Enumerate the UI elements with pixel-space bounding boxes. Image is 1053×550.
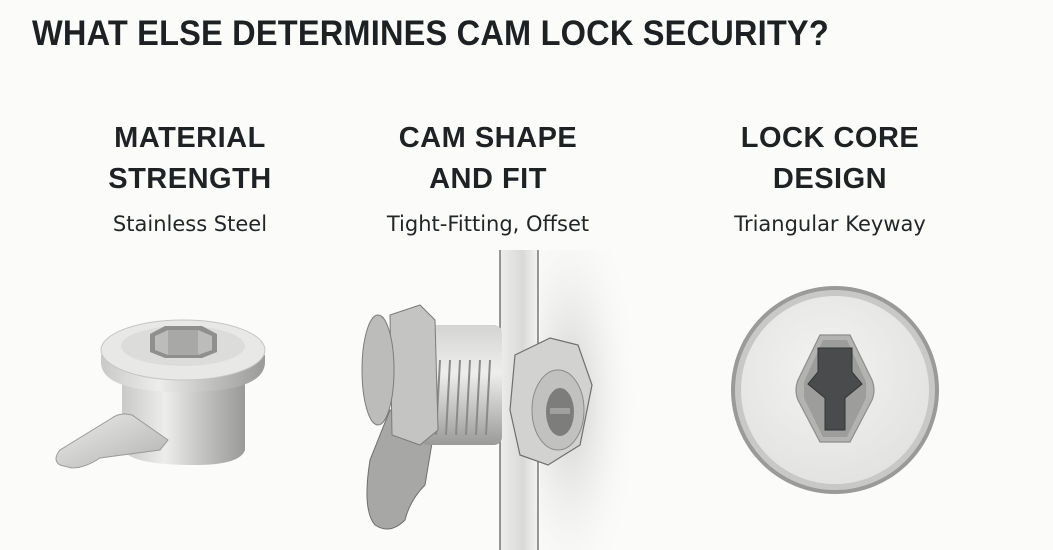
factor-subtitle: Tight-Fitting, Offset xyxy=(386,212,590,236)
threaded-cam-lock-through-panel-icon xyxy=(361,250,640,550)
stainless-cam-lock-icon xyxy=(55,319,266,469)
factor-subtitle: Triangular Keyway xyxy=(734,212,926,236)
factor-cam-shape-and-fit: CAM SHAPE AND FIT Tight-Fitting, Offset xyxy=(343,118,633,239)
factor-lock-core-design: LOCK CORE DESIGN Triangular Keyway xyxy=(695,118,965,239)
page-title: WHAT ELSE DETERMINES CAM LOCK SECURITY? xyxy=(32,14,829,53)
factor-heading-line1: CAM SHAPE xyxy=(398,122,578,154)
factor-heading-line2: STRENGTH xyxy=(108,163,272,195)
factor-subtitle: Stainless Steel xyxy=(112,212,268,236)
triangular-keyway-lock-face-icon xyxy=(731,286,939,494)
factor-heading-line2: DESIGN xyxy=(772,163,888,195)
factor-heading-line1: MATERIAL xyxy=(114,122,266,154)
factor-heading-line1: LOCK CORE xyxy=(740,122,920,154)
factor-material-strength: MATERIAL STRENGTH Stainless Steel xyxy=(60,118,320,239)
factor-heading-line2: AND FIT xyxy=(429,163,547,195)
